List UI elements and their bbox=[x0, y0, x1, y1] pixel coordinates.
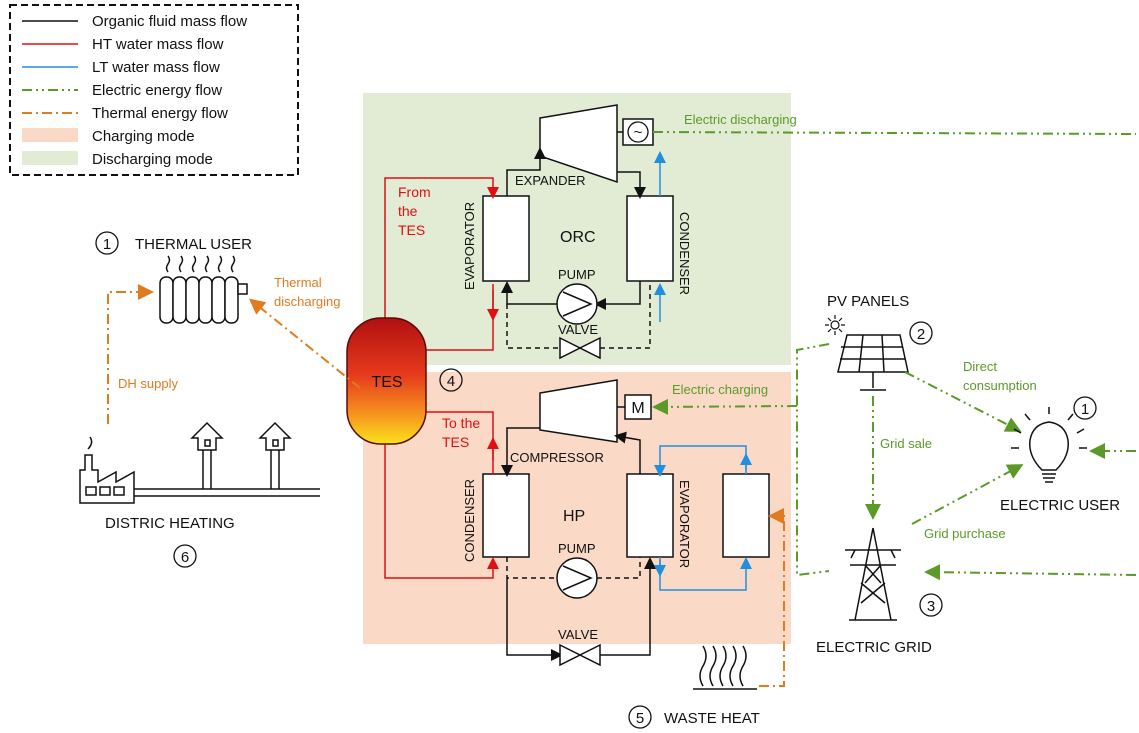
to-tes-2: TES bbox=[442, 434, 469, 450]
from-tes-2: the bbox=[398, 203, 418, 219]
orc-evaporator-label: EVAPORATOR bbox=[462, 202, 477, 290]
compressor-label: COMPRESSOR bbox=[510, 450, 604, 465]
orc-cycle: ~ EXPANDER ORC PUMP VALVE EVAPORATOR CON… bbox=[384, 104, 1137, 360]
legend-electric: Electric energy flow bbox=[92, 82, 222, 99]
solar-panel-icon bbox=[837, 334, 909, 391]
thermal-user: 1 THERMAL USER Thermal discharging bbox=[95, 231, 361, 389]
district-heating-number: 6 bbox=[181, 549, 189, 566]
orc-valve-label: VALVE bbox=[558, 322, 598, 337]
thermal-discharging-1: Thermal bbox=[274, 275, 322, 290]
tes-tank: TES 4 bbox=[346, 317, 463, 445]
light-bulb-icon bbox=[1011, 407, 1087, 483]
thermal-user-number: 1 bbox=[103, 236, 111, 253]
legend-ht-water: HT water mass flow bbox=[92, 36, 224, 53]
hp-cycle: M COMPRESSOR HP PUMP VALVE CONDENSER bbox=[384, 379, 798, 667]
thermal-discharging-2: discharging bbox=[274, 294, 341, 309]
legend-organic: Organic fluid mass flow bbox=[92, 13, 247, 30]
electric-charging-label: Electric charging bbox=[672, 382, 768, 397]
waste-heat-number: 5 bbox=[636, 710, 644, 727]
hp-pump-label: PUMP bbox=[558, 541, 596, 556]
electric-grid: 3 ELECTRIC GRID Grid purchase bbox=[816, 464, 1137, 656]
orc-title: ORC bbox=[560, 229, 596, 246]
direct-consumption-2: consumption bbox=[963, 378, 1037, 393]
grid-label: ELECTRIC GRID bbox=[816, 639, 932, 656]
radiator-icon bbox=[159, 255, 248, 324]
legend-thermal: Thermal energy flow bbox=[92, 105, 228, 122]
tes-label: TES bbox=[371, 374, 402, 391]
grid-number: 3 bbox=[927, 598, 935, 615]
waste-heat-label: WASTE HEAT bbox=[664, 710, 760, 727]
factory-icon bbox=[79, 436, 135, 504]
dh-supply-label: DH supply bbox=[118, 376, 178, 391]
district-heating-label: DISTRIC HEATING bbox=[105, 515, 235, 532]
orc-condenser-label: CONDENSER bbox=[677, 212, 692, 295]
grid-purchase-label: Grid purchase bbox=[924, 526, 1006, 541]
sun-icon bbox=[825, 315, 845, 335]
to-tes-1: To the bbox=[442, 415, 480, 431]
from-tes-1: From bbox=[398, 184, 431, 200]
pv-panels: PV PANELS 2 Direct consumption Grid sale bbox=[796, 293, 1037, 577]
thermal-user-label: THERMAL USER bbox=[135, 236, 252, 253]
electric-user: 1 ELECTRIC USER bbox=[1000, 396, 1136, 514]
electric-discharging-label: Electric discharging bbox=[684, 112, 797, 127]
district-heating: DH supply DISTRIC HEATING 6 bbox=[79, 284, 320, 568]
pylon-icon bbox=[845, 527, 901, 621]
direct-consumption-1: Direct bbox=[963, 359, 997, 374]
electric-user-label: ELECTRIC USER bbox=[1000, 497, 1120, 514]
pv-label: PV PANELS bbox=[827, 293, 909, 310]
motor-icon: M bbox=[631, 400, 644, 417]
from-tes-3: TES bbox=[398, 222, 425, 238]
hp-valve-label: VALVE bbox=[558, 627, 598, 642]
legend-lt-water: LT water mass flow bbox=[92, 59, 220, 76]
orc-pump-label: PUMP bbox=[558, 267, 596, 282]
hp-title: HP bbox=[563, 508, 585, 525]
house-icon bbox=[258, 421, 292, 489]
tes-number: 4 bbox=[447, 373, 455, 390]
pv-number: 2 bbox=[917, 326, 925, 343]
grid-sale-label: Grid sale bbox=[880, 436, 932, 451]
legend: Organic fluid mass flow HT water mass fl… bbox=[9, 4, 299, 176]
hp-evaporator-label: EVAPORATOR bbox=[677, 480, 692, 568]
legend-charging: Charging mode bbox=[92, 128, 195, 145]
house-icon bbox=[190, 421, 224, 489]
waste-heat: 5 WASTE HEAT bbox=[628, 508, 785, 729]
legend-discharging: Discharging mode bbox=[92, 151, 213, 168]
hp-condenser-label: CONDENSER bbox=[462, 479, 477, 562]
generator-icon: ~ bbox=[634, 124, 643, 141]
expander-label: EXPANDER bbox=[515, 173, 586, 188]
heat-waves-icon bbox=[693, 645, 757, 690]
electric-user-number: 1 bbox=[1081, 401, 1089, 418]
